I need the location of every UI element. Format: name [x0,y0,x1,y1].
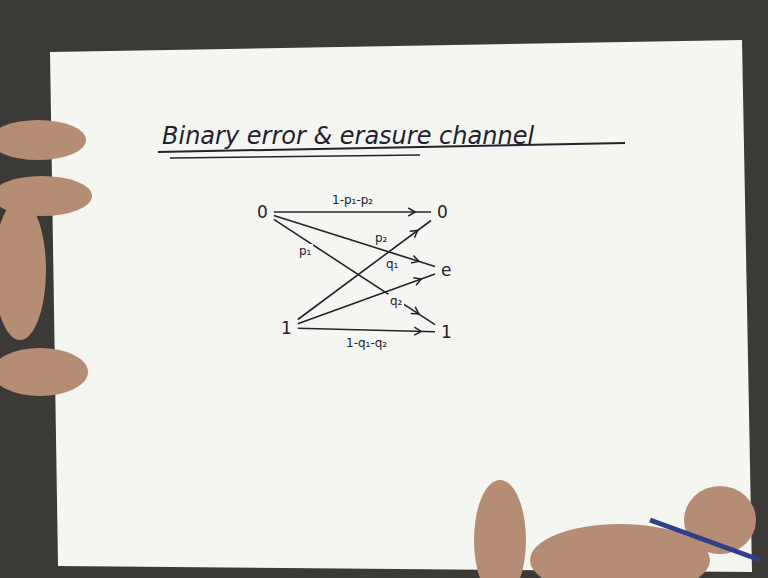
diagram-title: Binary error & erasure channel [162,122,534,150]
transition-line [274,219,435,324]
hand-fingers [0,120,756,578]
transition-probability: 1-q₁-q₂ [344,336,389,350]
arrow-head [408,208,415,216]
transition-probability: q₁ [384,257,400,271]
transition-probability: p₁ [297,244,313,258]
transition-probability: p₂ [373,231,389,245]
arrow-head [414,327,421,335]
symbol-text: 1 [281,318,292,338]
title-underline [170,155,420,158]
channel-symbol: 1 [437,320,456,344]
symbol-text: 0 [437,202,448,222]
symbol-text: 1 [441,322,452,342]
arrow-head [411,307,419,314]
channel-symbol: 0 [253,200,272,224]
arrow-head [411,255,419,263]
arrow-head [410,230,418,237]
transition-line [298,274,435,324]
arrow-head [413,278,421,286]
transition-line [298,327,435,335]
pen [650,520,760,560]
transition-probability: 1-p₁-p₂ [330,193,375,207]
symbol-text: e [441,260,451,280]
transition-probability: q₂ [388,294,404,308]
channel-symbol: 0 [433,200,452,224]
transition-line [274,208,431,216]
paper-sheet [50,40,752,572]
transition-line [274,216,435,267]
transition-line [298,220,431,319]
channel-symbol: 1 [277,316,296,340]
symbol-text: 0 [257,202,268,222]
channel-symbol: e [437,258,455,282]
